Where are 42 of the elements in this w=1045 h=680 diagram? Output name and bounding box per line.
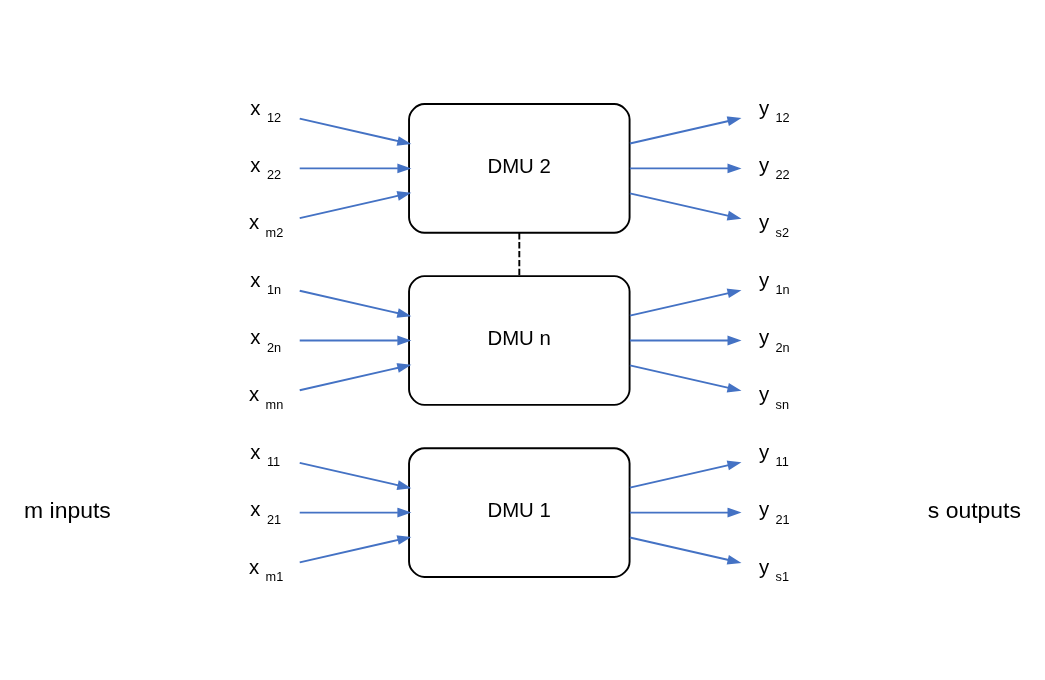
arrow	[298, 461, 412, 490]
arrow	[298, 117, 412, 146]
node-text: x$_{1n}$	[250, 268, 282, 297]
arrow	[628, 363, 742, 392]
arrow	[298, 163, 412, 173]
arrow	[628, 115, 742, 144]
node-text: x$_{12}$	[250, 96, 282, 125]
node-text: y$_{sn}$	[758, 382, 789, 412]
node-box: DMU 2	[408, 102, 631, 234]
arrow	[298, 335, 412, 345]
label: s outputs	[927, 496, 1021, 523]
label: m inputs	[24, 496, 111, 523]
arrow	[298, 362, 412, 391]
node-box: DMU n	[408, 274, 631, 406]
node-text: y$_{22}$	[758, 153, 790, 182]
node-text: x$_{11}$	[250, 440, 281, 469]
node-box: DMU 1	[408, 446, 631, 578]
node-text: x$_{mn}$	[249, 382, 284, 412]
arrow	[628, 507, 742, 517]
arrow	[628, 536, 742, 565]
arrow	[628, 460, 742, 489]
node-text: x$_{m2}$	[249, 210, 284, 240]
node-text: x$_{2n}$	[250, 325, 282, 355]
arrow	[298, 190, 412, 219]
node-text: y$_{21}$	[758, 497, 790, 527]
node-text: x$_{21}$	[250, 497, 282, 527]
node-text: y$_{2n}$	[758, 325, 790, 355]
arrow	[298, 289, 412, 318]
node-text: y$_{s2}$	[758, 210, 789, 240]
arrow	[628, 288, 742, 317]
arrow	[628, 163, 742, 173]
arrow	[298, 507, 412, 517]
connector	[518, 231, 521, 277]
node-text: x$_{22}$	[250, 153, 282, 182]
node-text: y$_{11}$	[758, 440, 789, 469]
node-text: y$_{1n}$	[758, 268, 790, 297]
node-text: y$_{s1}$	[758, 555, 789, 584]
arrow	[628, 191, 742, 220]
arrow	[628, 335, 742, 345]
arrow	[298, 534, 412, 563]
node-text: x$_{m1}$	[249, 555, 284, 584]
node-text: y$_{12}$	[758, 96, 790, 125]
